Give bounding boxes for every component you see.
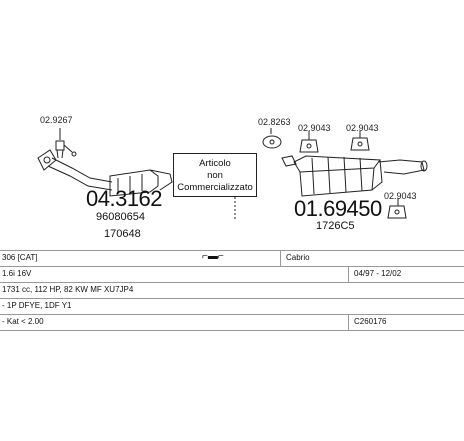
catalog-ref-cell: C260176 [354, 317, 387, 326]
mount-9043-a-icon [299, 131, 319, 153]
catalyst-cell: - Kat < 2.00 [2, 317, 44, 326]
clamp-left-icon [55, 128, 77, 159]
rear-silencer-code: 01.69450 [294, 196, 382, 221]
table-row: - 1P DFYE, 1DF Y1 [0, 298, 464, 314]
front-pipe-ref: 170648 [104, 228, 141, 240]
not-marketed-notice: Articolo non Commercializzato [173, 153, 257, 197]
table-row: 306 [CAT] ⌐▬⌐ Cabrio [0, 250, 464, 266]
mount-8263-icon [262, 128, 282, 149]
body-type-cell: Cabrio [286, 253, 310, 262]
front-pipe-code: 04.3162 [86, 186, 163, 211]
vehicle-details-table: 306 [CAT] ⌐▬⌐ Cabrio 1.6i 16V 04/97 - 12… [0, 250, 464, 331]
model-cell: 306 [CAT] [2, 253, 38, 262]
mount-9043-b-code: 02.9043 [346, 123, 379, 133]
mount-9043-b-icon [350, 131, 370, 151]
front-flange-icon [37, 149, 57, 171]
rear-silencer-ref: 1726C5 [316, 220, 355, 232]
mount-9043-c-icon [387, 198, 407, 219]
notice-line-1: Articolo [199, 158, 231, 169]
clamp-left-code: 02.9267 [40, 115, 73, 125]
engine-cell: 1.6i 16V [2, 269, 32, 278]
front-pipe-icon [47, 157, 173, 197]
exhaust-parts-drawing [37, 128, 428, 220]
notice-line-3: Commercializzato [177, 182, 253, 193]
engine-spec-cell: 1731 cc, 112 HP, 82 KW MF XU7JP4 [2, 285, 134, 294]
table-row: 1.6i 16V 04/97 - 12/02 [0, 266, 464, 282]
mount-9043-a-code: 02.9043 [298, 123, 331, 133]
table-row: - Kat < 2.00 C260176 [0, 314, 464, 331]
mount-9043-c-code: 02.9043 [384, 191, 417, 201]
notice-line-2: non [207, 170, 223, 181]
table-row: 1731 cc, 112 HP, 82 KW MF XU7JP4 [0, 282, 464, 298]
front-pipe-oe-number: 96080654 [96, 211, 145, 223]
rear-silencer-icon [281, 155, 428, 197]
engine-codes-cell: - 1P DFYE, 1DF Y1 [2, 301, 72, 310]
car-silhouette-icon: ⌐▬⌐ [202, 251, 224, 262]
mount-8263-code: 02.8263 [258, 117, 291, 127]
date-range-cell: 04/97 - 12/02 [354, 269, 402, 278]
